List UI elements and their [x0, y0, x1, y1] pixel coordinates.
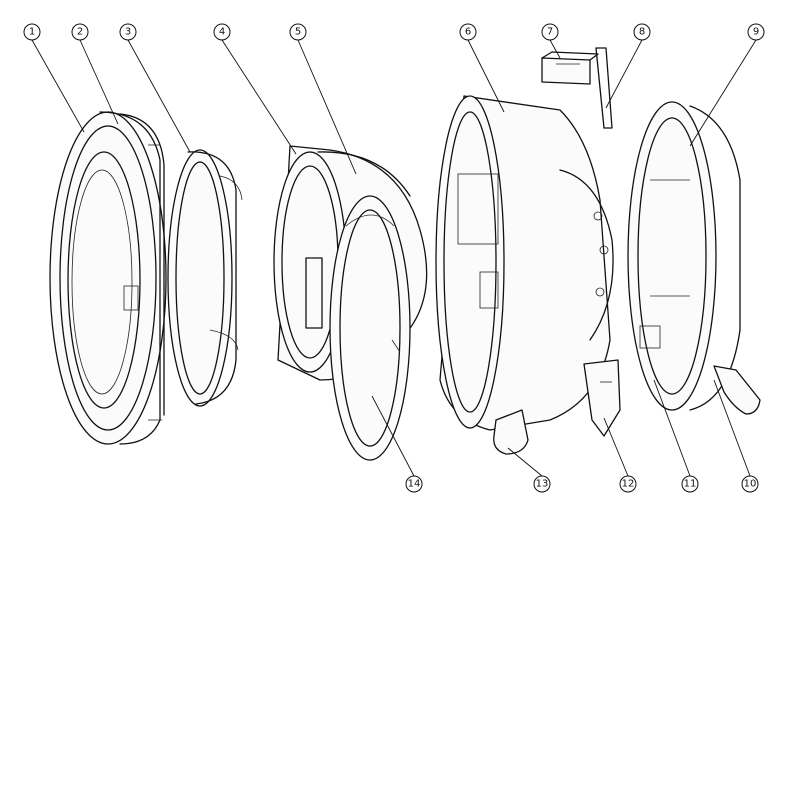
door-part [329, 195, 411, 461]
svg-text:1: 1 [29, 27, 35, 38]
leader-1 [31, 39, 85, 133]
callout-7: 7 [541, 23, 559, 41]
svg-text:12: 12 [622, 479, 635, 490]
callout-6: 6 [459, 23, 477, 41]
svg-text:3: 3 [125, 27, 131, 38]
gasket-part [167, 149, 243, 407]
connector-box-part [541, 51, 599, 85]
svg-text:6: 6 [465, 27, 471, 38]
svg-text:5: 5 [295, 27, 301, 38]
callout-14: 14 [405, 475, 423, 493]
svg-text:4: 4 [219, 27, 225, 38]
leader-2 [79, 39, 119, 125]
callout-4: 4 [213, 23, 231, 41]
callout-11: 11 [681, 475, 699, 493]
bracket-part [595, 47, 613, 129]
svg-text:13: 13 [536, 479, 549, 490]
leader-6 [467, 39, 505, 113]
front-ring-part [49, 111, 167, 445]
svg-text:2: 2 [77, 27, 83, 38]
leader-lines [31, 39, 757, 477]
leader-7 [549, 39, 561, 59]
leader-3 [127, 39, 191, 153]
callouts: 1 2 3 4 5 6 7 8 9 10 11 12 13 14 [23, 23, 765, 493]
svg-text:14: 14 [408, 479, 421, 490]
callout-13: 13 [533, 475, 551, 493]
svg-text:8: 8 [639, 27, 645, 38]
leader-5 [297, 39, 357, 175]
callout-3: 3 [119, 23, 137, 41]
svg-text:11: 11 [684, 479, 697, 490]
mounting-plate-part [583, 359, 621, 437]
callout-5: 5 [289, 23, 307, 41]
leader-13 [507, 447, 543, 477]
callout-9: 9 [747, 23, 765, 41]
leader-12 [603, 417, 629, 477]
callout-1: 1 [23, 23, 41, 41]
leader-4 [221, 39, 297, 155]
leader-10 [713, 379, 751, 477]
rear-panel-part [627, 101, 741, 411]
svg-text:10: 10 [744, 479, 757, 490]
foot-part [493, 409, 529, 455]
rear-foot-part [713, 365, 761, 415]
svg-text:7: 7 [547, 27, 553, 38]
leader-8 [605, 39, 643, 109]
leader-9 [689, 39, 757, 147]
callout-8: 8 [633, 23, 651, 41]
callout-12: 12 [619, 475, 637, 493]
leader-14 [371, 395, 415, 477]
callout-2: 2 [71, 23, 89, 41]
main-cabinet-part [435, 95, 614, 431]
svg-text:9: 9 [753, 27, 759, 38]
leader-11 [653, 379, 691, 477]
callout-10: 10 [741, 475, 759, 493]
